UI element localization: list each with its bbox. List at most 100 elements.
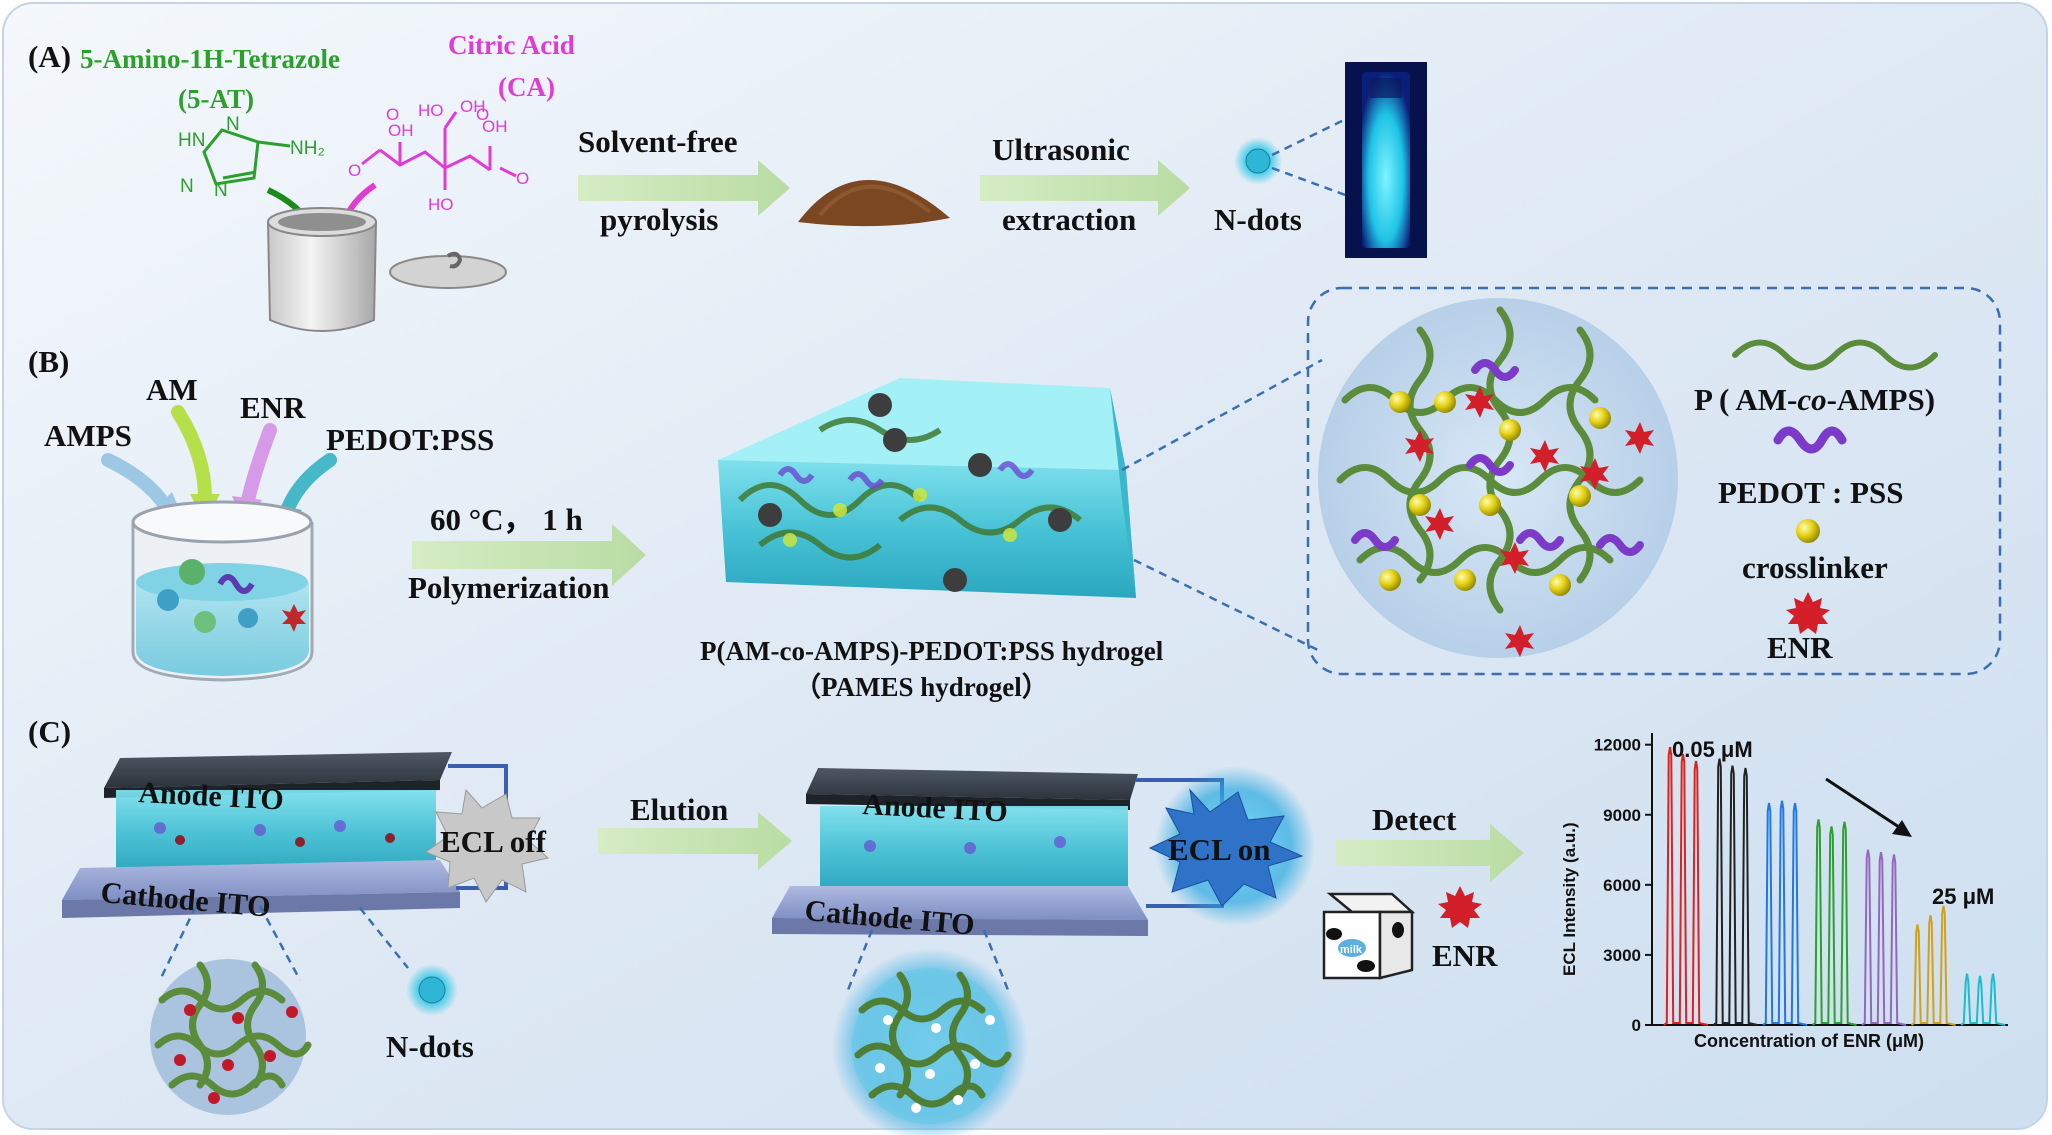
legend-crosslinker-icon [1796, 519, 1820, 543]
legend-enr: ENR [1767, 630, 1833, 665]
panel-a-label: (A) [28, 39, 71, 74]
arrow-detect [1336, 824, 1524, 882]
chem-oh-1: OH [388, 121, 414, 140]
chart-series-line [1910, 905, 1956, 1026]
trend-arrowhead [1892, 820, 1912, 837]
tetrazole-structure [202, 128, 291, 186]
citric-acid-structure [361, 111, 517, 190]
hydrogel-block [718, 378, 1136, 598]
reagent2-name: Citric Acid [448, 30, 575, 60]
reagent1-name: 5-Amino-1H-Tetrazole [80, 44, 340, 74]
chem-ho: HO [428, 195, 454, 214]
enr-label-c: ENR [1432, 938, 1498, 973]
ndot-c-icon [418, 976, 446, 1004]
hydrogel-abbr: （PAMES hydrogel） [794, 672, 1049, 702]
milk-label: milk [1340, 944, 1363, 956]
chem-o-2: O [516, 169, 529, 188]
legend-copolymer-part1: P ( AM- [1694, 382, 1797, 417]
chart-series-line [1960, 973, 2006, 1026]
chem-oh-4: OH [482, 117, 508, 136]
arrow-extraction [980, 160, 1190, 216]
legend-pedot: PEDOT : PSS [1718, 475, 1903, 510]
chart-ytick-label: 0 [1632, 1016, 1641, 1035]
arrow-polymerization [412, 524, 646, 586]
chem-o-3: O [386, 105, 399, 124]
network-enr [1405, 386, 1654, 657]
step2-line2: extraction [1002, 202, 1136, 237]
network-pedot [1351, 359, 1644, 556]
condition-label: 60 °C， 1 h [430, 502, 583, 537]
arrow-enr [241, 423, 277, 507]
network-on-sparkles [875, 1015, 995, 1113]
legend-chain-icon [1732, 339, 1938, 371]
step1-line2: pyrolysis [600, 202, 718, 237]
panel-a: (A) 5-Amino-1H-Tetrazole (5-AT) Citric A… [28, 30, 1427, 332]
electrode-cell-off [62, 752, 460, 918]
network-crosslinkers [1379, 391, 1611, 596]
detect-label: Detect [1372, 802, 1457, 837]
panel-c-label: (C) [28, 714, 71, 749]
anode-label-1: Anode ITO [138, 776, 285, 817]
chart-yticks: 0 3000 6000 9000 12000 [1594, 736, 1652, 1035]
crucible-icon [266, 207, 378, 332]
chem-oh-2: HO [418, 101, 444, 120]
arrow-am [171, 405, 212, 505]
ecl-off-burst [424, 788, 550, 903]
ndots-label-c: N-dots [386, 1029, 474, 1064]
step2-line1: Ultrasonic [992, 132, 1130, 167]
chart-series-line [1861, 849, 1907, 1026]
zoom-line-c2 [258, 905, 302, 981]
enr-c-icon [1438, 886, 1482, 928]
beaker-icon [131, 500, 314, 682]
legend-enr-icon [1786, 592, 1830, 634]
zoom-line-c4 [844, 929, 874, 996]
chart-xlabel: Concentration of ENR (μM) [1694, 1031, 1924, 1051]
trend-arrow-line [1825, 777, 1903, 831]
ecl-on-label: ECL on [1168, 832, 1271, 867]
legend-copolymer: P ( AM-co-AMPS) [1694, 382, 1935, 417]
chart-ytick-label: 12000 [1594, 736, 1641, 755]
chart-series-line [1663, 746, 1709, 1026]
step1-line1: Solvent-free [578, 124, 738, 159]
chart-ylabel: ECL Intensity (a.u.) [1560, 822, 1579, 976]
powder-pile-icon [798, 179, 950, 227]
cuvette-photo [1345, 62, 1427, 258]
reagent2-abbr: (CA) [498, 72, 555, 102]
chart-ytick-label: 9000 [1603, 806, 1641, 825]
arrow-pedot [281, 453, 337, 515]
zoom-line-a1 [1271, 116, 1349, 157]
zoom-line-b1 [1121, 358, 1323, 472]
arrow-pyrolysis [578, 160, 790, 216]
chem-n3: N [214, 180, 228, 201]
anode-label-2: Anode ITO [862, 788, 1009, 829]
chem-n2: N [180, 176, 194, 197]
elution-label: Elution [630, 792, 728, 827]
panel-b: (B) AM AMPS ENR PEDOT:PSS 60 °C， 1 h [28, 286, 2002, 702]
chart-ytick-label: 3000 [1603, 946, 1641, 965]
crucible-lid-icon [389, 251, 507, 289]
chart-ytick-label: 6000 [1603, 876, 1641, 895]
chem-o-4: O [476, 105, 489, 124]
electrode-cell-on [772, 768, 1148, 936]
process-label: Polymerization [408, 570, 609, 605]
network-off-enr [174, 1004, 298, 1104]
monomer-enr: ENR [240, 390, 306, 425]
legend-pedot-icon [1773, 426, 1847, 454]
chart-series [1663, 746, 2006, 1026]
legend-crosslinker: crosslinker [1742, 550, 1888, 585]
chem-nh2: NH₂ [290, 138, 325, 159]
network-off-chains [154, 961, 312, 1098]
reagent1-abbr: (5-AT) [178, 84, 254, 114]
arrow-elution [598, 812, 792, 870]
legend-copolymer-part2: co [1797, 382, 1826, 417]
chart-series-line [1712, 758, 1758, 1026]
chem-hn: HN [178, 130, 205, 151]
chem-o-1: O [348, 161, 361, 180]
legend-copolymer-part3: -AMPS) [1827, 382, 1935, 417]
milk-carton-icon [1322, 892, 1416, 980]
chart-annotation-start: 0.05 μM [1672, 737, 1753, 762]
panel-c: (C) Anode ITO Cathode ITO ECL off [28, 714, 1524, 1135]
zoom-line-b2 [1133, 558, 1323, 654]
chem-oh-3: OH [460, 97, 486, 116]
